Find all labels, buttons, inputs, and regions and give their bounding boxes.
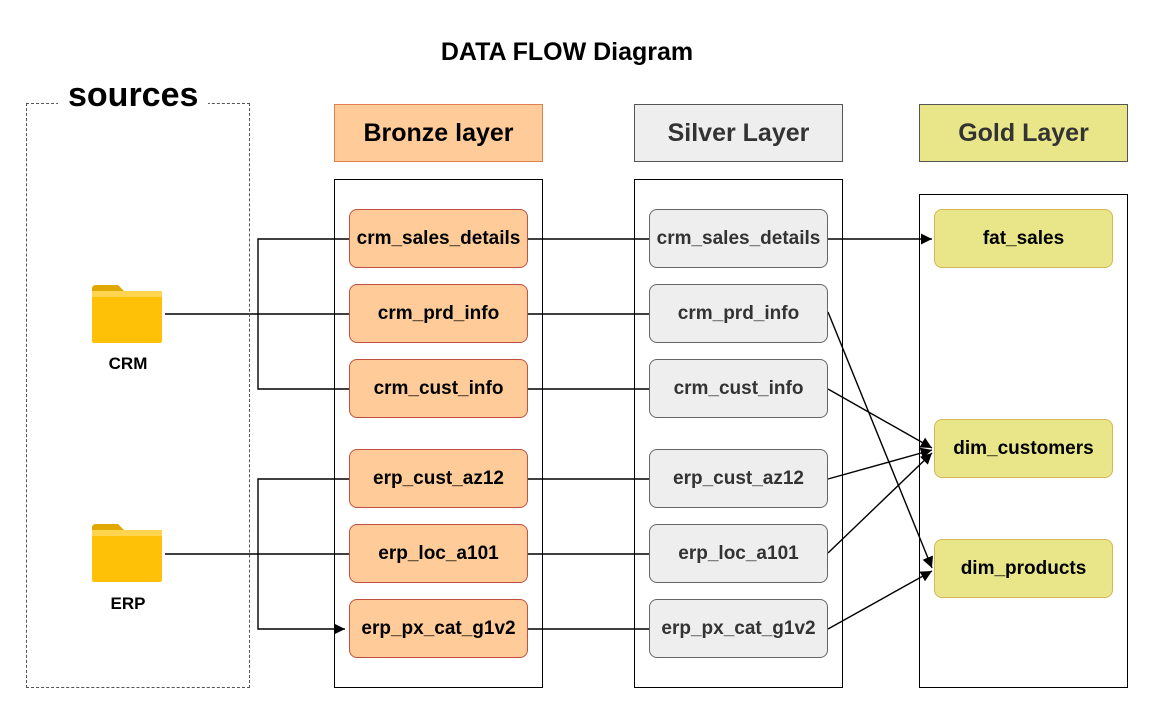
silver-table-crm-sales-details[interactable]: crm_sales_details — [649, 209, 828, 268]
silver-layer-container — [634, 179, 843, 688]
crm-bracket-line — [257, 238, 349, 390]
az12-to-dim-customers-arrow — [827, 447, 933, 480]
prd-to-dim-products-arrow — [827, 311, 933, 569]
bronze-layer-container — [334, 179, 543, 688]
erp-bracket-line — [257, 478, 349, 635]
cust-to-dim-customers-arrow — [827, 388, 933, 449]
folder-icon — [92, 524, 162, 582]
diagram-title: DATA FLOW Diagram — [440, 38, 694, 66]
bronze-table-crm-cust-info[interactable]: crm_cust_info — [349, 359, 528, 418]
bronze-table-erp-loc-a101[interactable]: erp_loc_a101 — [349, 524, 528, 583]
silver-layer-header: Silver Layer — [634, 104, 843, 162]
silver-table-erp-loc-a101[interactable]: erp_loc_a101 — [649, 524, 828, 583]
bronze-table-crm-sales-details[interactable]: crm_sales_details — [349, 209, 528, 268]
px-cat-to-dim-products-arrow — [827, 570, 933, 630]
gold-table-dim-products[interactable]: dim_products — [934, 539, 1113, 598]
gold-table-fat-sales[interactable]: fat_sales — [934, 209, 1113, 268]
gold-layer-container — [919, 194, 1128, 688]
gold-layer-header: Gold Layer — [919, 104, 1128, 162]
bronze-table-erp-cust-az12[interactable]: erp_cust_az12 — [349, 449, 528, 508]
loc-to-dim-customers-arrow — [827, 452, 933, 554]
bronze-table-crm-prd-info[interactable]: crm_prd_info — [349, 284, 528, 343]
bronze-table-erp-px-cat-g1v2[interactable]: erp_px_cat_g1v2 — [349, 599, 528, 658]
silver-table-erp-cust-az12[interactable]: erp_cust_az12 — [649, 449, 828, 508]
source-label-crm: CRM — [108, 354, 148, 373]
silver-table-crm-prd-info[interactable]: crm_prd_info — [649, 284, 828, 343]
bronze-layer-header: Bronze layer — [334, 104, 543, 162]
source-label-erp: ERP — [110, 594, 146, 613]
folder-icon — [92, 285, 162, 343]
silver-table-crm-cust-info[interactable]: crm_cust_info — [649, 359, 828, 418]
silver-table-erp-px-cat-g1v2[interactable]: erp_px_cat_g1v2 — [649, 599, 828, 658]
sources-label: sources — [58, 76, 209, 115]
gold-table-dim-customers[interactable]: dim_customers — [934, 419, 1113, 478]
